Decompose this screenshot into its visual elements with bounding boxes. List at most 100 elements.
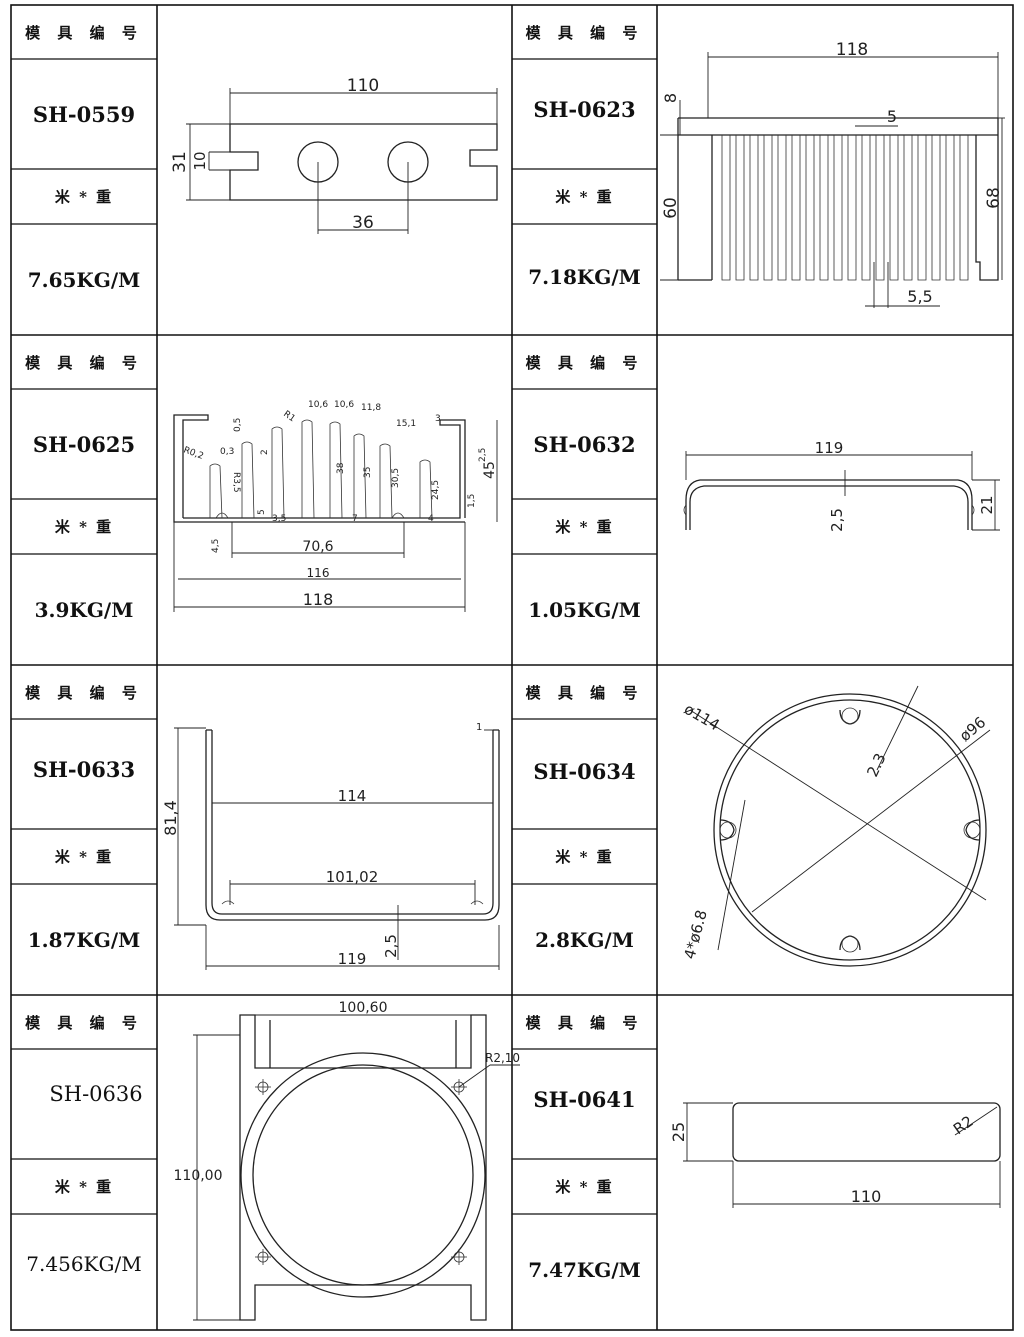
svg-text:2,5: 2,5 [478,448,488,462]
dim-45: 45 [482,461,498,479]
dim-110: 110 [347,76,379,96]
dim-70-6: 70,6 [302,539,333,555]
svg-text:R3,5: R3,5 [231,472,241,493]
fin [959,135,969,281]
svg-text:2: 2 [260,449,270,455]
dim-dia-114: ø114 [681,700,723,734]
svg-text:24,5: 24,5 [431,480,441,500]
drawing-sh-0636: 100,60 110,00 R2,10 [174,1000,520,1321]
svg-text:11,8: 11,8 [361,403,381,413]
mold-no-label: 模 具 编 号 [25,1013,143,1032]
fin [241,441,255,519]
product-code: SH-0559 [32,101,136,127]
mold-no-label: 模 具 编 号 [525,1013,644,1032]
weight-label: 米 * 重 [54,518,114,536]
dim-r2-10: R2,10 [485,1051,520,1065]
mold-no-label: 模 具 编 号 [525,23,644,42]
dim-5-5: 5,5 [907,287,932,306]
fin [875,135,885,281]
dim-101-02: 101,02 [326,868,379,886]
fin [209,463,223,519]
product-code: SH-0641 [533,1086,636,1112]
mold-no-label: 模 具 编 号 [25,683,143,702]
dim-wall: 2.3 [863,750,889,779]
drawing-sh-0559: 110 31 10 36 [170,76,498,234]
fin [805,135,815,281]
svg-text:5: 5 [257,509,267,515]
svg-text:3,5: 3,5 [272,514,286,524]
mold-no-label: 模 具 编 号 [25,23,143,42]
weight-value: 7.65KG/M [27,267,141,292]
weight-label: 米 * 重 [555,1178,614,1196]
svg-text:R1: R1 [281,409,297,424]
svg-text:10,6: 10,6 [334,400,354,410]
fin [791,135,801,281]
svg-text:10,6: 10,6 [308,400,328,410]
weight-value: 7.18KG/M [528,264,641,289]
dim-10: 10 [191,151,209,170]
svg-text:0,3: 0,3 [220,447,234,457]
svg-text:7: 7 [352,514,358,524]
dim-114: 114 [338,787,367,805]
dim-110-00: 110,00 [174,1168,223,1184]
weight-value: 1.05KG/M [528,597,641,622]
dim-dia-96: ø96 [956,713,989,745]
mold-no-label: 模 具 编 号 [525,353,644,372]
weight-label: 米 * 重 [54,1178,114,1196]
fin [301,419,315,519]
fin [931,135,941,281]
weight-label: 米 * 重 [54,848,114,866]
dim-110: 110 [851,1187,882,1206]
fin [777,135,787,281]
drawing-sh-0632: 119 2,5 21 [683,439,1000,532]
svg-text:35: 35 [363,467,373,478]
dim-81-4: 81,4 [161,800,180,836]
fin [945,135,955,281]
fin [353,433,367,519]
dim-36: 36 [352,213,374,233]
fin [419,459,433,519]
svg-text:30,5: 30,5 [391,468,401,488]
svg-text:4: 4 [428,514,434,524]
svg-text:38: 38 [336,462,346,474]
dim-68: 68 [984,187,1004,209]
product-code: SH-0636 [49,1082,143,1106]
groove [215,512,229,519]
svg-text:15,1: 15,1 [396,419,416,429]
weight-value: 3.9KG/M [34,597,134,622]
dim-60: 60 [661,197,681,219]
drawing-sh-0641: 25 110 R2 [669,1102,1001,1208]
dim-21: 21 [978,495,996,514]
dim-118: 118 [836,40,868,60]
weight-label: 米 * 重 [555,518,614,536]
drawing-sh-0625: 118 116 70,6 45 R0,2 0,3 0,5 R3,5 2 5 3,… [173,400,498,612]
product-code: SH-0633 [32,756,136,782]
dim-1: 1 [476,722,482,733]
weight-value: 7.47KG/M [528,1257,641,1282]
dim-5: 5 [887,107,897,126]
svg-text:4,5: 4,5 [211,539,221,553]
weight-label: 米 * 重 [555,848,614,866]
dim-119: 119 [338,950,367,968]
drawing-sh-0633: 81,4 114 101,02 119 2,5 1 [161,722,500,970]
fin [763,135,773,281]
fin [271,426,285,519]
fin [917,135,927,281]
svg-text:0,5: 0,5 [233,418,243,432]
svg-text:1,5: 1,5 [467,494,477,508]
fin [833,135,843,281]
weight-label: 米 * 重 [54,188,114,206]
product-code: SH-0623 [533,96,636,122]
weight-value: 7.456KG/M [26,1252,142,1276]
svg-text:R0,2: R0,2 [182,445,205,461]
fin [861,135,871,281]
dim-2-5: 2,5 [828,508,846,532]
dim-31: 31 [170,151,190,173]
dim-116: 116 [307,566,330,580]
fin [819,135,829,281]
dim-100-60: 100,60 [339,1000,388,1016]
product-code: SH-0632 [533,431,636,457]
dim-8: 8 [661,93,680,103]
